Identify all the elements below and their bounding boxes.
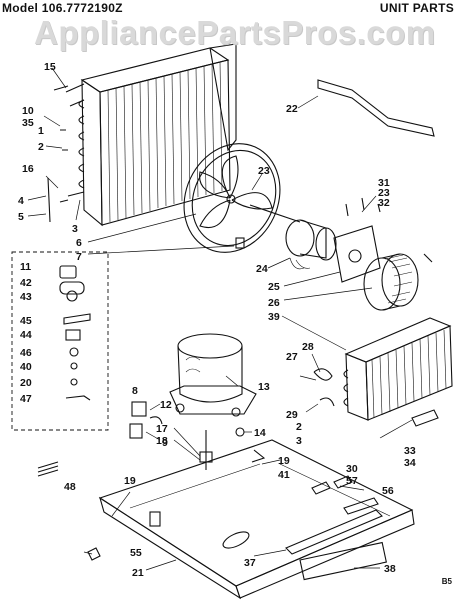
callout-48: 48 (64, 481, 76, 493)
callout-39: 39 (268, 311, 280, 323)
callout-10: 10 (22, 105, 34, 117)
callout-8: 8 (132, 385, 138, 397)
callout-22: 22 (286, 103, 298, 115)
callout-7: 7 (76, 251, 82, 263)
callout-41: 41 (278, 469, 290, 481)
callout-26: 26 (268, 297, 280, 309)
callout-2-evap: 2 (296, 421, 302, 433)
callout-55: 55 (130, 547, 142, 559)
callout-1: 1 (38, 125, 44, 137)
control-parts-illustrations (59, 265, 91, 401)
site-watermark: AppliancePartsPros.com (34, 14, 436, 51)
model-number: Model 106.7772190Z (2, 1, 123, 15)
callout-47: 47 (20, 393, 32, 405)
callout-24: 24 (256, 263, 268, 275)
motor-mount-plate-illustration (333, 225, 381, 283)
callout-4: 4 (18, 195, 24, 207)
bracket-22-illustration (317, 79, 435, 137)
callout-37: 37 (244, 557, 256, 569)
blower-wheel-illustration (363, 253, 419, 311)
callout-45: 45 (20, 315, 32, 327)
callout-33: 33 (404, 445, 416, 457)
callout-44: 44 (20, 329, 32, 341)
callout-42: 42 (20, 277, 32, 289)
callout-27: 27 (286, 351, 298, 363)
callout-32: 32 (378, 197, 390, 209)
callout-9: 9 (162, 437, 168, 449)
callout-30: 30 (346, 463, 358, 475)
callout-13: 13 (258, 381, 270, 393)
callout-18: 18 (156, 435, 168, 447)
callout-25: 25 (268, 281, 280, 293)
callout-56: 56 (382, 485, 394, 497)
callout-38: 38 (384, 563, 396, 575)
callout-19-right: 19 (278, 455, 290, 467)
callout-29: 29 (286, 409, 298, 421)
callout-35: 35 (22, 117, 34, 129)
callout-6: 6 (76, 237, 82, 249)
overload-parts-illustration (129, 401, 163, 439)
callout-16: 16 (22, 163, 34, 175)
callout-43: 43 (20, 291, 32, 303)
callout-14: 14 (254, 427, 266, 439)
callout-3: 3 (72, 223, 78, 235)
diagram-title: UNIT PARTS (379, 1, 454, 15)
callout-46: 46 (20, 347, 32, 359)
callout-21: 21 (132, 567, 144, 579)
callout-2: 2 (38, 141, 44, 153)
callout-57: 57 (346, 475, 358, 487)
callout-40: 40 (20, 361, 32, 373)
evaporator-coil-illustration (313, 317, 453, 421)
callout-labels: 15 10 35 1 2 16 4 5 3 22 23 31 23 32 6 7… (18, 61, 416, 579)
fan-blade-illustration (183, 143, 281, 253)
callout-15: 15 (44, 61, 56, 73)
callout-5: 5 (18, 211, 24, 223)
callout-23-fan: 23 (258, 165, 270, 177)
callout-31: 31 (378, 177, 390, 189)
callout-20: 20 (20, 377, 32, 389)
compressor-illustration (169, 333, 257, 417)
callout-23-motor: 23 (378, 187, 390, 199)
callout-17: 17 (156, 423, 168, 435)
condenser-coil-illustration (65, 43, 237, 227)
fan-motor-illustration (249, 204, 337, 270)
callout-12: 12 (160, 399, 172, 411)
callout-19-left: 19 (124, 475, 136, 487)
callout-11: 11 (20, 261, 31, 273)
callout-3-evap: 3 (296, 435, 302, 447)
leader-lines (27, 67, 413, 571)
callout-34: 34 (404, 457, 416, 469)
base-pan-illustration (98, 439, 415, 600)
control-parts-group-box (11, 251, 109, 431)
page-code: B5 (441, 577, 452, 586)
callout-28: 28 (302, 341, 314, 353)
